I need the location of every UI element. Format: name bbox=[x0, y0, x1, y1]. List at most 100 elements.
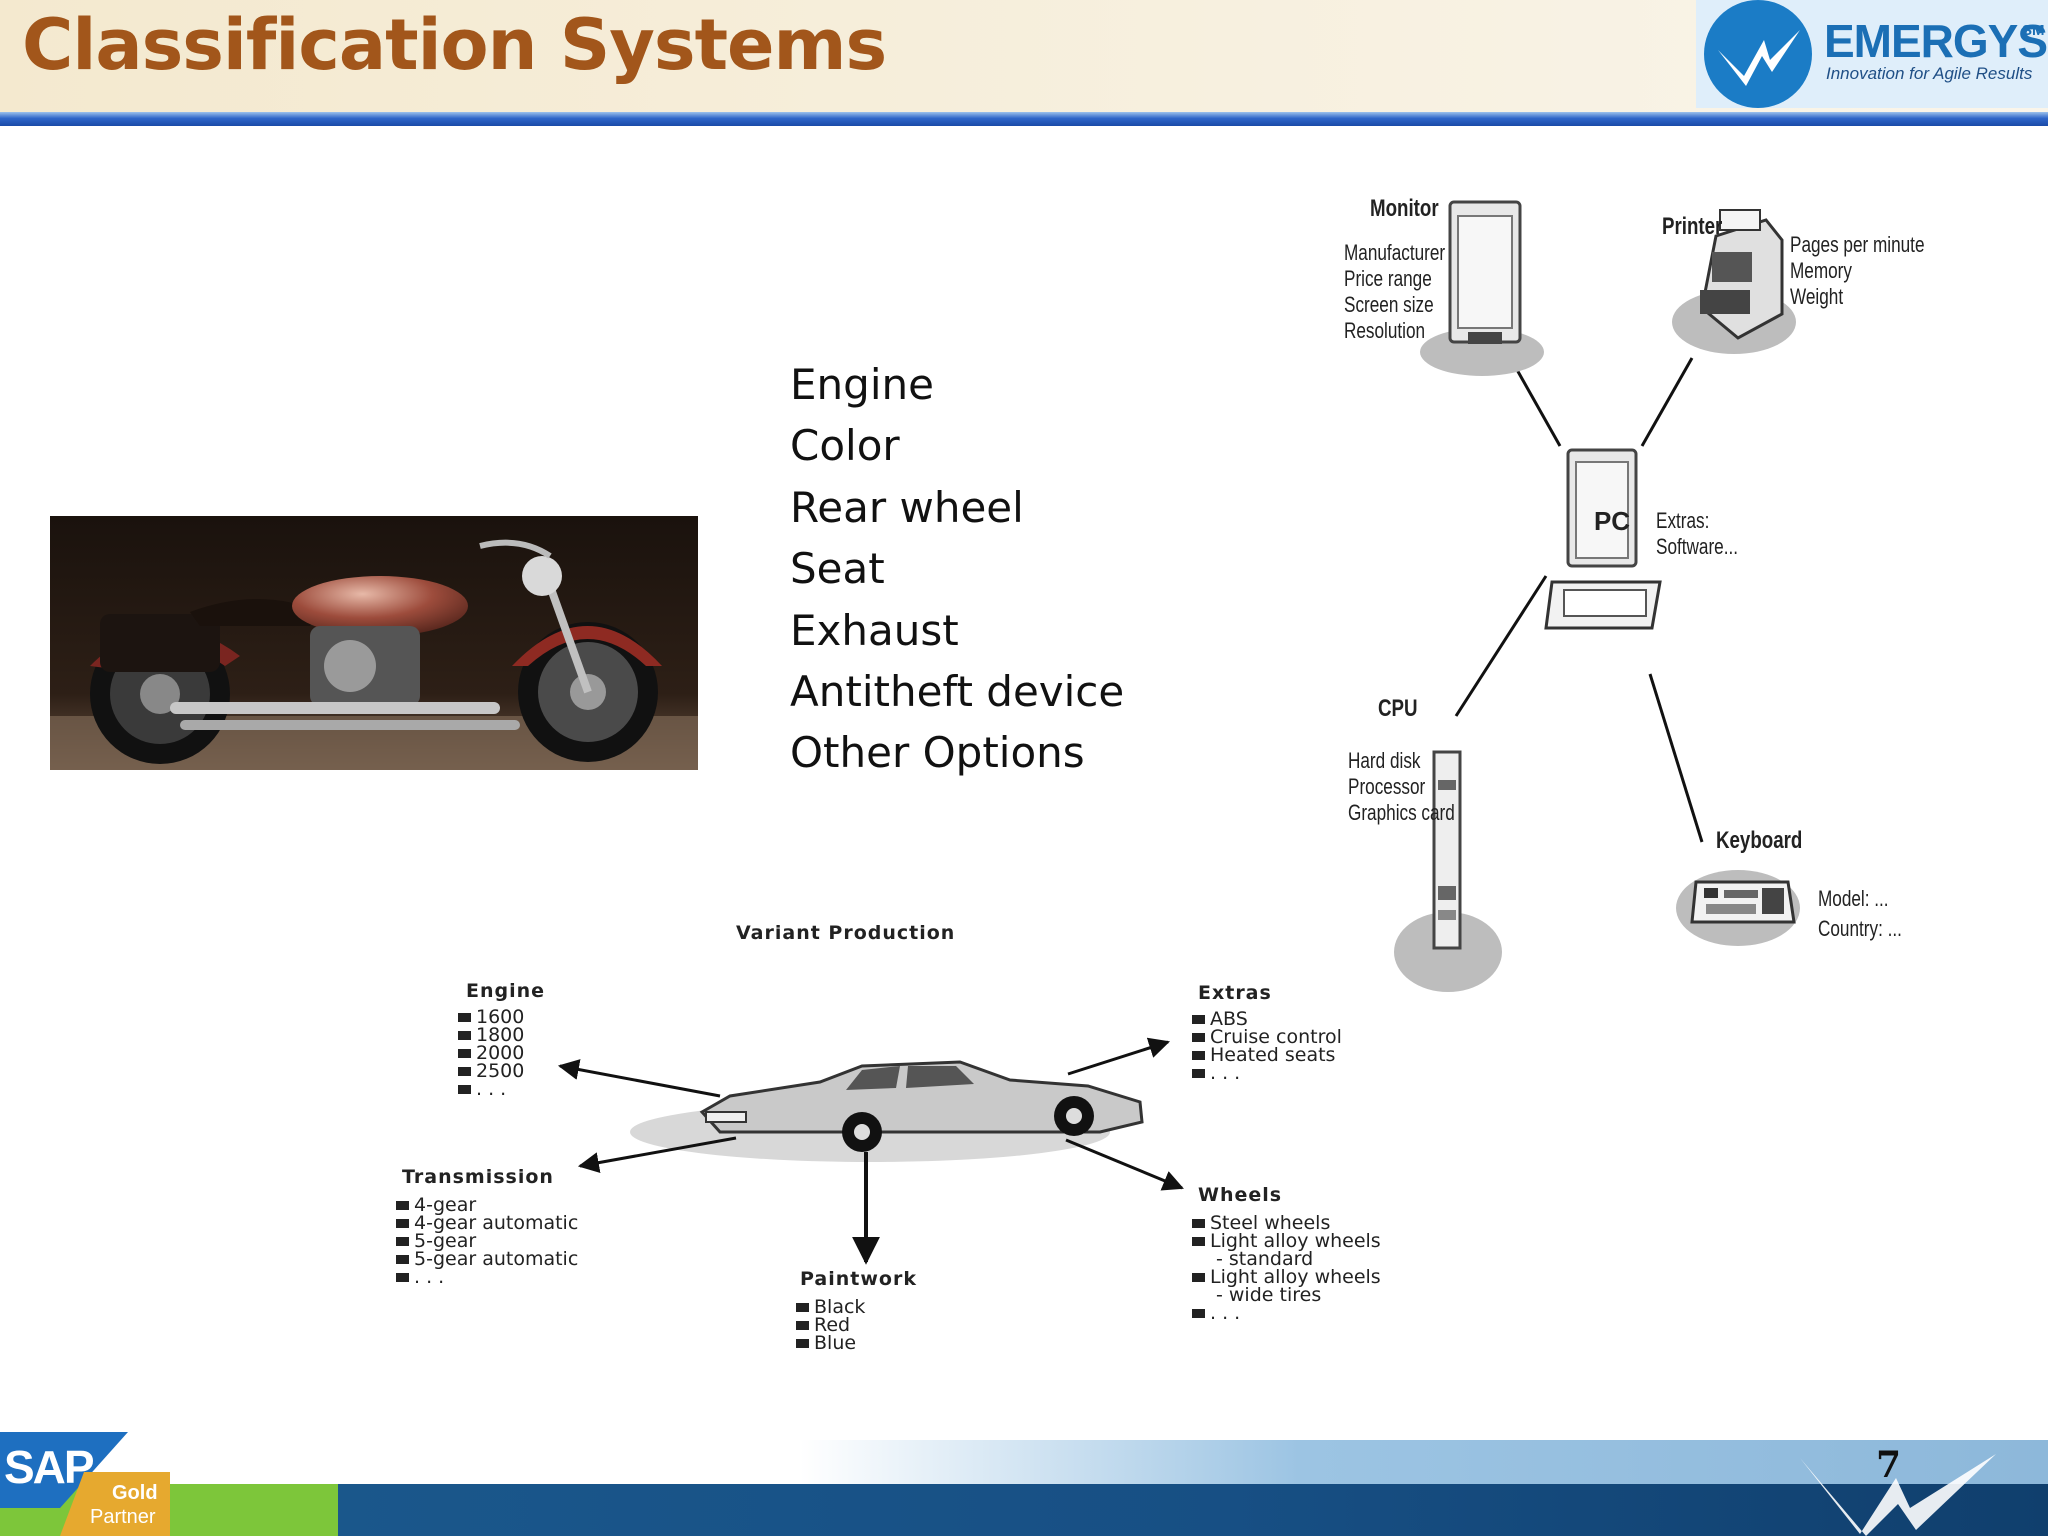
bullet-icon bbox=[396, 1255, 409, 1264]
option-label: ABS bbox=[1210, 1008, 1248, 1030]
list-item: Cruise control bbox=[1192, 1026, 1342, 1048]
pc-extras-title: Extras: bbox=[1656, 508, 1710, 533]
keyboard-prop: Country: ... bbox=[1818, 916, 1902, 941]
cpu-props: Hard disk Processor Graphics card bbox=[1348, 748, 1485, 826]
emergys-logo-name: EMERGYS bbox=[1824, 15, 2048, 67]
list-item: Other Options bbox=[790, 728, 1085, 778]
option-label: . . . bbox=[1210, 1302, 1241, 1324]
pc-extras: Extras: Software... bbox=[1656, 508, 1761, 560]
bullet-icon bbox=[1192, 1237, 1205, 1246]
engine-options: 1600 1800 2000 2500 . . . bbox=[458, 1006, 525, 1100]
attribute-list: Engine Color Rear wheel Seat Exhaust Ant… bbox=[790, 354, 1124, 784]
printer-prop: Weight bbox=[1790, 284, 1844, 309]
bullet-icon bbox=[458, 1031, 471, 1040]
sap-logo-text: SAP bbox=[4, 1441, 95, 1493]
bullet-icon bbox=[458, 1067, 471, 1076]
option-label: 2000 bbox=[476, 1042, 525, 1064]
monitor-title: Monitor bbox=[1370, 195, 1439, 222]
paintwork-options: Black Red Blue bbox=[796, 1296, 866, 1354]
variant-diagram-graphics bbox=[557, 1037, 1184, 1265]
transmission-title: Transmission bbox=[402, 1166, 554, 1188]
cpu-prop: Processor bbox=[1348, 774, 1426, 799]
option-label: Cruise control bbox=[1210, 1026, 1342, 1048]
list-item: 2000 bbox=[458, 1042, 525, 1064]
list-item: Antitheft device bbox=[790, 666, 1125, 716]
car-icon bbox=[699, 1060, 1144, 1152]
extras-title: Extras bbox=[1198, 982, 1272, 1004]
pc-icon bbox=[1544, 448, 1662, 630]
list-item: . . . bbox=[1192, 1064, 1342, 1083]
option-label: 1800 bbox=[476, 1024, 525, 1046]
variant-production-title: Variant Production bbox=[736, 922, 956, 944]
list-item: . . . bbox=[396, 1266, 578, 1288]
pc-extras-item: Software... bbox=[1656, 534, 1739, 559]
monitor-prop: Resolution bbox=[1344, 318, 1426, 343]
cpu-title: CPU bbox=[1378, 695, 1418, 722]
list-item: 2500 bbox=[458, 1060, 525, 1082]
list-item: 5-gear automatic bbox=[396, 1248, 579, 1270]
list-item: Rear wheel bbox=[790, 482, 1024, 532]
bullet-icon bbox=[396, 1237, 409, 1246]
list-item: ABS bbox=[1192, 1008, 1342, 1030]
printer-prop: Memory bbox=[1790, 258, 1852, 283]
list-item: Seat bbox=[790, 544, 885, 594]
cpu-prop: Graphics card bbox=[1348, 800, 1455, 825]
bullet-icon bbox=[1192, 1051, 1205, 1060]
list-item: Black bbox=[796, 1296, 866, 1318]
wheels-title: Wheels bbox=[1198, 1184, 1283, 1206]
option-label: Steel wheels bbox=[1210, 1212, 1331, 1234]
option-label: Blue bbox=[814, 1332, 857, 1354]
emergys-footer-mark-icon bbox=[1800, 1454, 1996, 1536]
option-label: Black bbox=[814, 1296, 866, 1318]
option-label: Light alloy wheels bbox=[1210, 1230, 1381, 1252]
list-item: Engine bbox=[790, 360, 934, 409]
monitor-prop: Screen size bbox=[1344, 292, 1434, 317]
cpu-tower-icon bbox=[1394, 750, 1502, 992]
header-divider bbox=[0, 112, 2048, 126]
bullet-icon bbox=[458, 1049, 471, 1058]
bullet-icon bbox=[1192, 1015, 1205, 1024]
keyboard-icon bbox=[1676, 870, 1800, 946]
keyboard-props: Model: ... Country: ... bbox=[1818, 884, 1926, 944]
list-item: Steel wheels bbox=[1192, 1212, 1381, 1234]
bullet-icon bbox=[1192, 1219, 1205, 1228]
list-item: Blue bbox=[796, 1332, 865, 1354]
emergys-logo-mark: SM bbox=[2022, 22, 2045, 39]
motorcycle-photo bbox=[50, 516, 698, 770]
printer-prop: Pages per minute bbox=[1790, 232, 1925, 257]
monitor-icon bbox=[1420, 200, 1544, 376]
engine-title: Engine bbox=[466, 980, 546, 1002]
list-item: Light alloy wheels bbox=[1192, 1230, 1381, 1252]
bullet-icon bbox=[396, 1273, 409, 1282]
option-label: - wide tires bbox=[1216, 1284, 1322, 1306]
monitor-prop: Manufacturer bbox=[1344, 240, 1446, 265]
page-number: 7 bbox=[1876, 1444, 1902, 1486]
bullet-icon bbox=[796, 1321, 809, 1330]
bullet-icon bbox=[458, 1013, 471, 1022]
option-label: Red bbox=[814, 1314, 851, 1336]
list-item: 4-gear bbox=[396, 1196, 578, 1215]
bullet-icon bbox=[796, 1303, 809, 1312]
option-label: 5-gear automatic bbox=[414, 1248, 579, 1270]
option-label: 4-gear automatic bbox=[414, 1212, 579, 1234]
option-label: Light alloy wheels bbox=[1210, 1266, 1381, 1288]
option-label: 1600 bbox=[476, 1006, 525, 1028]
cpu-prop: Hard disk bbox=[1348, 748, 1421, 773]
option-label: 2500 bbox=[476, 1060, 525, 1082]
option-label: 5-gear bbox=[414, 1230, 477, 1252]
option-label: . . . bbox=[414, 1266, 445, 1288]
emergys-logo bbox=[1696, 0, 2048, 108]
bullet-icon bbox=[396, 1219, 409, 1228]
emergys-logo-mark-icon bbox=[1704, 0, 1812, 108]
emergys-logo-tagline: Innovation for Agile Results bbox=[1826, 64, 2033, 83]
bullet-icon bbox=[796, 1339, 809, 1348]
option-label: . . . bbox=[476, 1078, 507, 1100]
monitor-prop: Price range bbox=[1344, 266, 1432, 291]
printer-props: Pages per minute Memory Weight bbox=[1790, 232, 1962, 310]
list-item: - wide tires bbox=[1192, 1284, 1381, 1306]
bullet-icon bbox=[1192, 1033, 1205, 1042]
list-item: - standard bbox=[1192, 1250, 1381, 1269]
transmission-options: 4-gear 4-gear automatic 5-gear 5-gear au… bbox=[396, 1196, 579, 1288]
wheels-options: Steel wheels Light alloy wheels - standa… bbox=[1192, 1212, 1381, 1324]
bullet-icon bbox=[458, 1085, 471, 1094]
